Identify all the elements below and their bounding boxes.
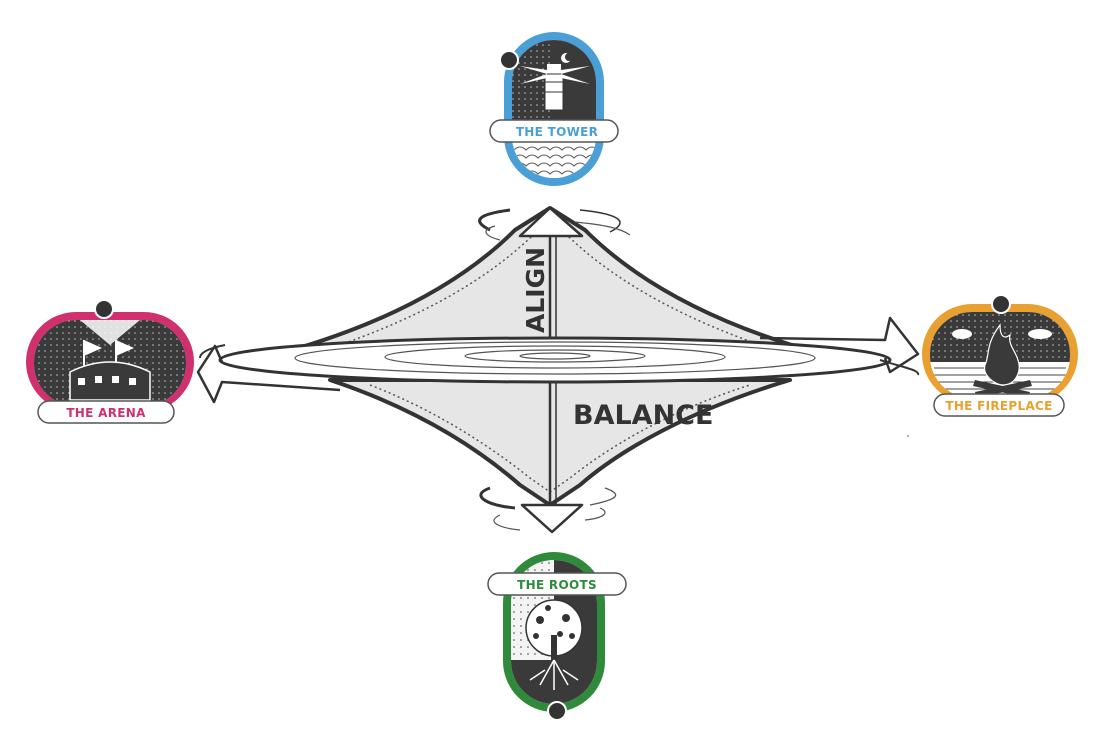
fireplace-label: THE FIREPLACE (945, 399, 1052, 413)
left-arrow (196, 344, 341, 404)
arena-label: THE ARENA (66, 406, 146, 420)
lower-cone (328, 378, 792, 507)
horizontal-disc (218, 336, 892, 384)
top-triangle (478, 206, 631, 241)
tree-icon (525, 599, 583, 660)
right-arrow (759, 316, 920, 376)
tower-badge[interactable]: THE TOWER (489, 32, 619, 186)
balance-label: BALANCE (573, 400, 713, 431)
arena-icon (69, 361, 151, 401)
cloud-icon (952, 329, 1052, 339)
align-label: ALIGN (521, 247, 550, 333)
bottom-triangle (479, 486, 617, 534)
lighthouse-icon (520, 64, 590, 111)
fireplace-badge[interactable]: THE FIREPLACE (922, 294, 1078, 417)
arena-badge[interactable]: THE ARENA (26, 299, 194, 424)
roots-label: THE ROOTS (517, 578, 597, 592)
roots-badge[interactable]: THE ROOTS (487, 552, 627, 721)
roots-icon (529, 659, 579, 690)
tower-label: THE TOWER (516, 125, 598, 139)
